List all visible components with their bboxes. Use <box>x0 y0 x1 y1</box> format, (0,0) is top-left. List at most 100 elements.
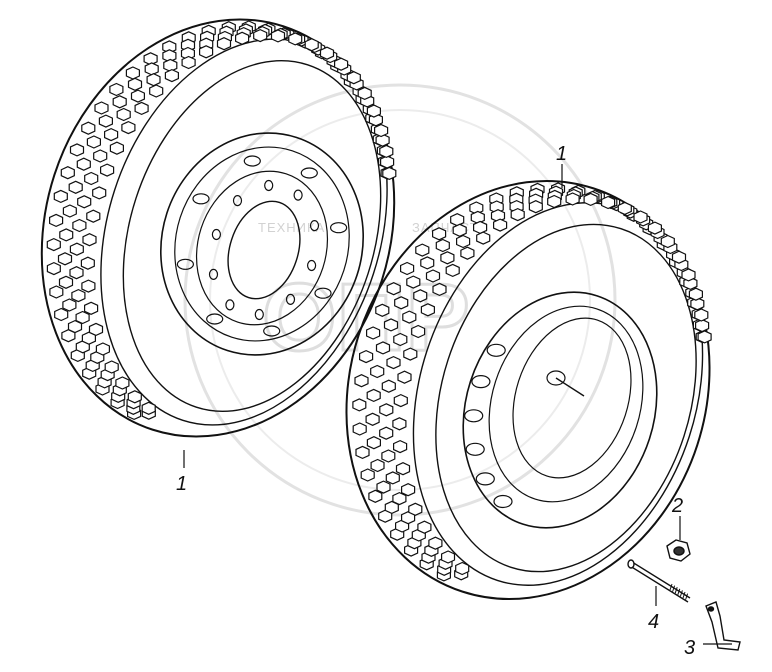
tread-block <box>72 218 87 233</box>
bolt-hole <box>307 259 317 272</box>
tread-block <box>235 31 250 45</box>
tread-block <box>99 163 115 177</box>
tread-block <box>127 390 142 404</box>
tread-block <box>163 58 178 73</box>
tread-block <box>164 68 179 83</box>
tread-block <box>319 46 335 60</box>
tread-block <box>69 143 85 157</box>
vent-hole <box>493 494 513 509</box>
tread-block <box>125 66 140 80</box>
tread-block <box>528 200 543 214</box>
tread-block <box>69 266 84 280</box>
left-tire-sidewall <box>122 60 382 412</box>
tread-block <box>493 218 508 232</box>
tread-block <box>366 104 381 118</box>
tread-block <box>95 342 111 356</box>
bracket-hole <box>707 606 715 612</box>
tread-block <box>681 268 696 282</box>
vent-hole <box>300 167 318 179</box>
left-hub-bore <box>227 200 301 300</box>
tread-block <box>393 393 408 408</box>
tread-block <box>394 296 409 310</box>
bolt-hole <box>285 293 296 305</box>
valve-hole <box>546 370 566 386</box>
tread-block <box>103 127 119 142</box>
tread-block <box>547 194 562 209</box>
tread-block <box>452 223 467 237</box>
vent-hole <box>465 442 485 456</box>
tread-block <box>84 171 99 186</box>
tread-block <box>93 149 108 163</box>
tread-block <box>386 355 401 370</box>
tread-block <box>380 155 395 169</box>
tread-block <box>397 370 412 384</box>
tread-block <box>366 436 381 450</box>
tread-block <box>149 84 164 98</box>
callout-right-wheel: 1 <box>556 143 567 165</box>
tread-block <box>455 561 470 576</box>
callout-stud: 4 <box>648 611 659 633</box>
tread-block <box>441 550 456 564</box>
tread-block <box>370 458 385 473</box>
tread-block <box>690 297 705 311</box>
tread-block <box>406 275 421 289</box>
vent-hole <box>464 409 484 423</box>
tread-block <box>697 330 712 344</box>
tread-block <box>600 195 616 210</box>
left-vent-holes <box>176 155 348 337</box>
tread-block <box>141 401 156 415</box>
bolt-hole <box>225 299 235 311</box>
thread-line <box>685 593 689 600</box>
tread-block <box>98 114 114 128</box>
right-vent-holes <box>464 343 513 509</box>
tread-block <box>127 77 143 91</box>
tread-block <box>617 201 632 216</box>
tread-block <box>53 189 68 204</box>
tread-block <box>382 166 397 181</box>
tread-block <box>58 275 74 289</box>
watermark-inner-ring <box>209 109 591 491</box>
vent-hole <box>314 287 332 299</box>
thread-line <box>679 590 683 597</box>
tread-block <box>392 491 407 506</box>
tread-block <box>46 237 61 252</box>
tread-block <box>379 403 394 417</box>
tread-block <box>357 86 372 101</box>
tread-block <box>375 303 390 317</box>
tread-block <box>366 326 381 340</box>
tread-block <box>432 282 447 297</box>
bolt-hole <box>211 228 221 241</box>
tread-block <box>694 308 709 322</box>
tread-block <box>450 213 465 227</box>
left-rim-disc <box>195 170 329 326</box>
vent-hole <box>263 325 281 337</box>
callout-bracket: 3 <box>684 637 695 659</box>
tread-block <box>456 234 471 249</box>
vent-hole <box>206 313 224 325</box>
nut-bore <box>673 546 685 556</box>
tread-block <box>583 192 598 207</box>
tread-block <box>81 279 96 293</box>
tread-block <box>48 213 64 228</box>
leader-lines <box>183 164 732 645</box>
tread-block <box>360 468 375 482</box>
tread-block <box>379 144 394 159</box>
left-tread-blocks <box>46 20 397 421</box>
tread-block <box>365 412 380 426</box>
tread-block <box>374 123 389 138</box>
tread-block <box>660 234 675 249</box>
right-tire-sidewall <box>435 223 697 573</box>
tread-block <box>46 261 61 276</box>
tread-block <box>199 45 214 59</box>
left-bolt-holes <box>208 179 320 321</box>
tread-block <box>633 210 648 224</box>
tread-block <box>253 28 268 43</box>
tread-block <box>470 210 485 225</box>
tread-block <box>109 141 125 155</box>
tread-block <box>304 38 319 52</box>
thread-line <box>677 588 681 595</box>
tread-block <box>385 471 400 485</box>
tread-block <box>355 445 370 460</box>
tread-block <box>425 269 441 283</box>
